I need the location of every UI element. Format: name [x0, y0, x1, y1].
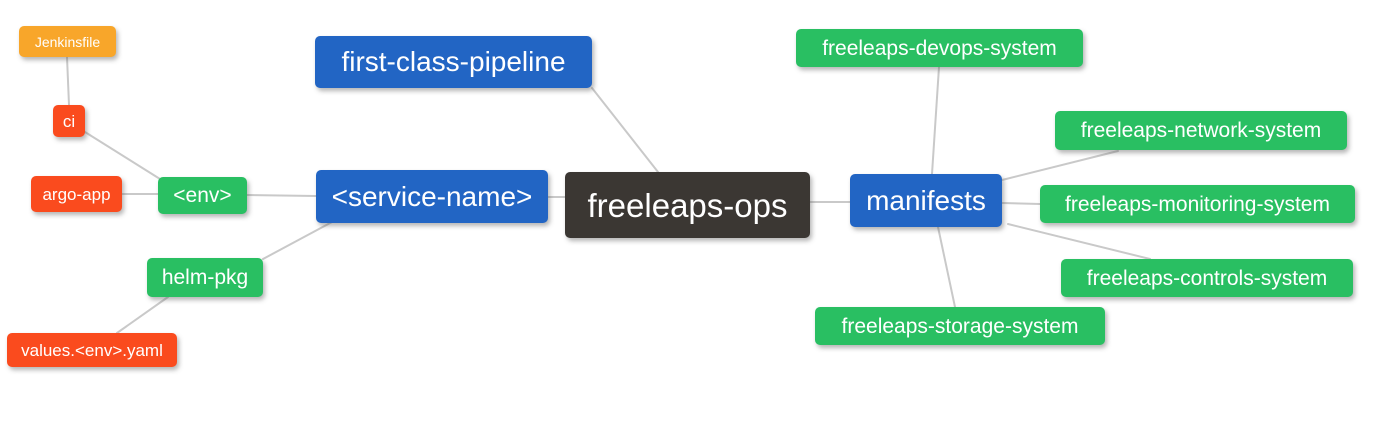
- edge-values-env-yaml-to-helm-pkg: [116, 296, 169, 334]
- edge-jenkinsfile-to-ci: [66, 56, 70, 106]
- edge-first-class-pipeline-to-freeleaps-ops: [591, 87, 659, 173]
- edge-helm-pkg-to-service-name: [262, 221, 333, 260]
- edge-manifests-to-freeleaps-devops-system: [931, 66, 940, 175]
- edge-env-to-service-name: [246, 194, 317, 197]
- node-ci[interactable]: ci: [53, 105, 85, 137]
- node-freeleaps-controls-system[interactable]: freeleaps-controls-system: [1061, 259, 1353, 297]
- node-jenkinsfile[interactable]: Jenkinsfile: [19, 26, 116, 57]
- node-manifests[interactable]: manifests: [850, 174, 1002, 227]
- node-values-env-yaml[interactable]: values.<env>.yaml: [7, 333, 177, 367]
- node-freeleaps-monitoring-system[interactable]: freeleaps-monitoring-system: [1040, 185, 1355, 223]
- node-service-name[interactable]: <service-name>: [316, 170, 548, 223]
- node-env[interactable]: <env>: [158, 177, 247, 214]
- node-argo-app[interactable]: argo-app: [31, 176, 122, 212]
- edge-manifests-to-freeleaps-storage-system: [937, 226, 956, 308]
- node-freeleaps-network-system[interactable]: freeleaps-network-system: [1055, 111, 1347, 150]
- edge-ci-to-env: [84, 131, 161, 180]
- node-freeleaps-storage-system[interactable]: freeleaps-storage-system: [815, 307, 1105, 345]
- node-freeleaps-devops-system[interactable]: freeleaps-devops-system: [796, 29, 1083, 67]
- node-first-class-pipeline[interactable]: first-class-pipeline: [315, 36, 592, 88]
- edge-manifests-to-freeleaps-network-system: [1001, 150, 1119, 181]
- edge-manifests-to-freeleaps-monitoring-system: [1001, 202, 1041, 205]
- node-helm-pkg[interactable]: helm-pkg: [147, 258, 263, 297]
- edge-manifests-to-freeleaps-controls-system: [1007, 223, 1151, 260]
- node-freeleaps-ops[interactable]: freeleaps-ops: [565, 172, 810, 238]
